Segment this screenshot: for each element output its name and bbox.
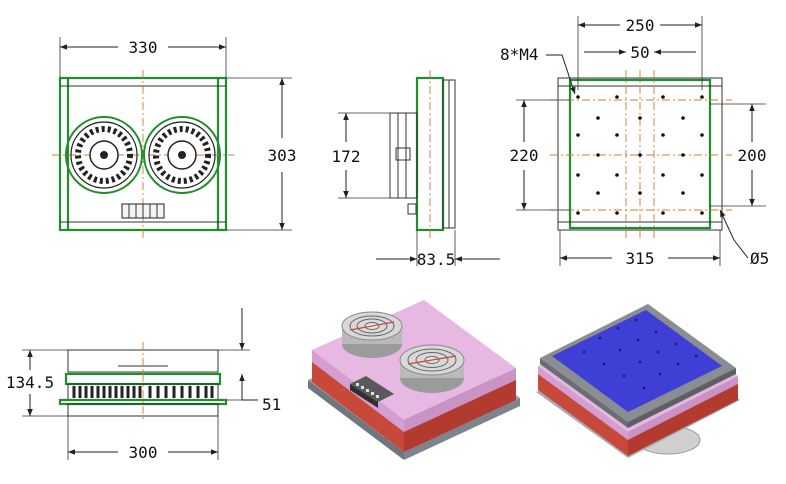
plate-hole-dia-label: Ø5 [750,249,769,268]
front-view: 330 [52,37,296,238]
plate-hole-pitch-label: 50 [630,43,649,62]
plate-outline [568,78,712,230]
bottom-offset-label: 51 [262,395,281,414]
side-view: 172 83.5 [332,70,500,269]
plate-top-width-label: 250 [626,16,655,35]
iso-fan-left [341,311,403,358]
plate-bottom-width-label: 315 [626,249,655,268]
front-height-label: 303 [268,146,297,165]
side-depth-label: 83.5 [417,250,456,269]
front-fan-right [143,116,221,194]
iso-fan-right [399,344,465,393]
plate-view: 250 50 8*M4 220 200 315 Ø5 [500,16,769,268]
side-height-label: 172 [332,147,361,166]
iso-view-plate-side [536,304,740,458]
front-fan-left [65,116,143,194]
bottom-width-label: 300 [129,443,158,462]
plate-right-height-label: 200 [738,146,767,165]
front-width-label: 330 [129,38,158,57]
plate-left-height-label: 220 [510,146,539,165]
iso-terminal-block [350,376,394,408]
iso-cold-plate [552,310,722,412]
bottom-view: 134.5 51 300 [6,308,281,462]
iso-view-fan-side [308,300,520,460]
bottom-height-label: 134.5 [6,373,54,392]
plate-hole-grid [576,95,704,215]
plate-thread-label: 8*M4 [500,45,539,64]
